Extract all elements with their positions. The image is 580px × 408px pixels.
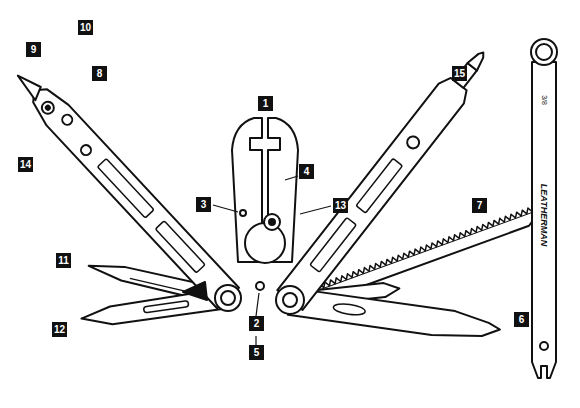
callout-number: 11 xyxy=(56,253,71,268)
callout-number: 2 xyxy=(249,316,264,331)
callout-number: 15 xyxy=(452,66,467,81)
left-handle xyxy=(8,64,239,308)
callout-number: 7 xyxy=(472,198,487,213)
callout-number: 3 xyxy=(196,197,211,212)
engraved-text: LEATHERMAN xyxy=(539,184,549,246)
callout-number: 12 xyxy=(52,322,67,337)
plier-jaws xyxy=(232,118,298,263)
right-handle xyxy=(277,43,496,310)
engraved-text: 3/8 xyxy=(541,95,548,105)
callout-number: 14 xyxy=(18,157,33,172)
callout-number: 10 xyxy=(78,20,93,35)
knife xyxy=(288,288,502,344)
callout-number: 9 xyxy=(26,42,41,57)
callout-number: 1 xyxy=(258,96,273,111)
leader-lines xyxy=(213,176,331,345)
wrench-key xyxy=(531,39,557,378)
callout-number: 13 xyxy=(333,198,348,213)
wedge-mark xyxy=(183,282,207,300)
callout-number: 8 xyxy=(92,66,107,81)
callout-number: 5 xyxy=(249,345,264,360)
saw-teeth xyxy=(288,204,540,300)
pivots xyxy=(215,282,304,314)
callout-number: 4 xyxy=(299,164,314,179)
callout-number: 6 xyxy=(514,312,529,327)
